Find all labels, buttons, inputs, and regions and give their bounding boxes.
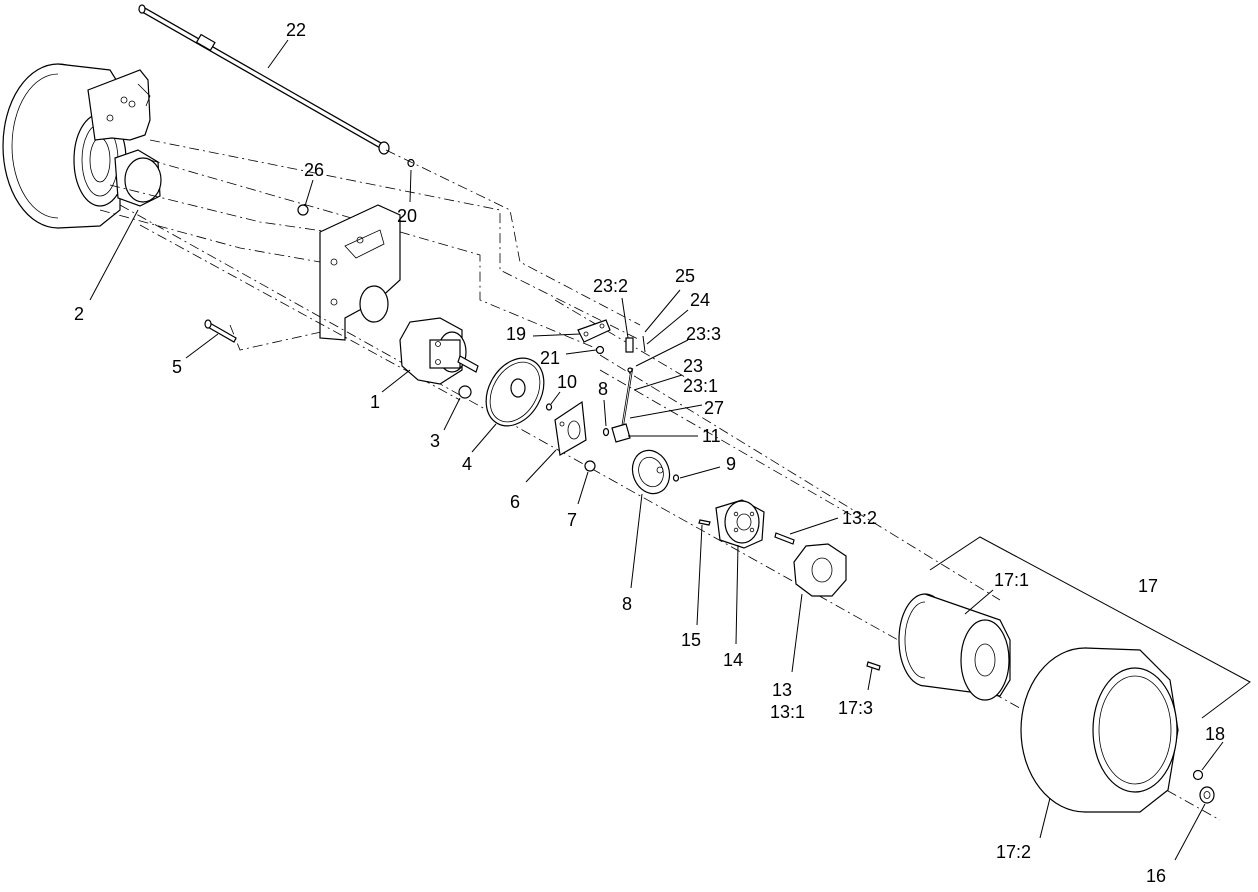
callout-18: 18 [1205,724,1225,744]
callout-23-2: 23:2 [593,276,628,296]
callout-17-2: 17:2 [996,842,1031,862]
nut-18 [1192,769,1204,781]
callout-17-1: 17:1 [994,570,1029,590]
nut-21 [595,345,605,355]
callout-17: 17 [1138,576,1158,596]
hydraulic-motor-1 [399,317,479,385]
callout-4: 4 [462,454,472,474]
callout-13-1: 13:1 [770,702,805,722]
screw-10 [545,403,553,411]
tire-17-2 [1020,647,1179,813]
callout-1: 1 [370,392,380,412]
center-frame-bracket [319,204,401,341]
nut-16 [1199,786,1215,804]
callout-23-3: 23:3 [686,324,721,344]
left-motor [114,149,162,207]
callout-23: 23 [683,356,703,376]
assembly-17-bracket [929,536,1251,719]
rim-17-1 [898,593,1011,701]
callout-16: 16 [1146,866,1166,886]
hub-14 [715,499,765,549]
bracket-19 [577,319,611,343]
bolt-9 [672,474,680,482]
callout-7: 7 [567,510,577,530]
callout-5: 5 [172,357,182,377]
callout-22: 22 [286,20,306,40]
nut-3 [458,385,472,399]
callout-10: 10 [557,372,577,392]
bolt-13-2 [774,532,795,545]
callout-20: 20 [397,206,417,226]
callout-14: 14 [723,650,743,670]
linkage-23 [602,335,646,443]
callout-21: 21 [540,348,560,368]
callout-15: 15 [681,630,701,650]
nut-26 [297,204,309,216]
axle-rod [138,4,415,168]
callout-11: 11 [702,426,721,446]
brake-disk-4 [485,357,545,427]
callout-2: 2 [74,304,84,324]
callout-19: 19 [506,324,526,344]
left-bracket [87,69,151,141]
leader-lines [89,39,1224,861]
callout-23-1: 23:1 [683,376,718,396]
callout-26: 26 [304,160,324,180]
callout-8-upper: 8 [598,379,608,399]
callout-3: 3 [430,431,440,451]
callout-8-lower: 8 [622,594,632,614]
callout-27: 27 [704,398,724,418]
callout-6: 6 [510,492,520,512]
callout-13-2: 13:2 [842,508,877,528]
callout-24: 24 [690,290,710,310]
callout-9: 9 [726,454,736,474]
bolt-5 [204,319,237,343]
adapter-13 [793,543,847,597]
caliper-8 [631,449,671,495]
stud-15 [698,519,711,526]
callout-13: 13 [772,680,792,700]
nut-7 [584,460,596,472]
valve-17-3 [866,661,881,671]
callout-25: 25 [675,266,695,286]
callout-labels: 22 26 20 2 5 1 3 4 19 21 10 6 7 8 8 23:2… [74,20,1225,886]
callout-17-3: 17:3 [838,698,873,718]
frame-outline [99,139,641,351]
plate-6 [554,400,587,456]
